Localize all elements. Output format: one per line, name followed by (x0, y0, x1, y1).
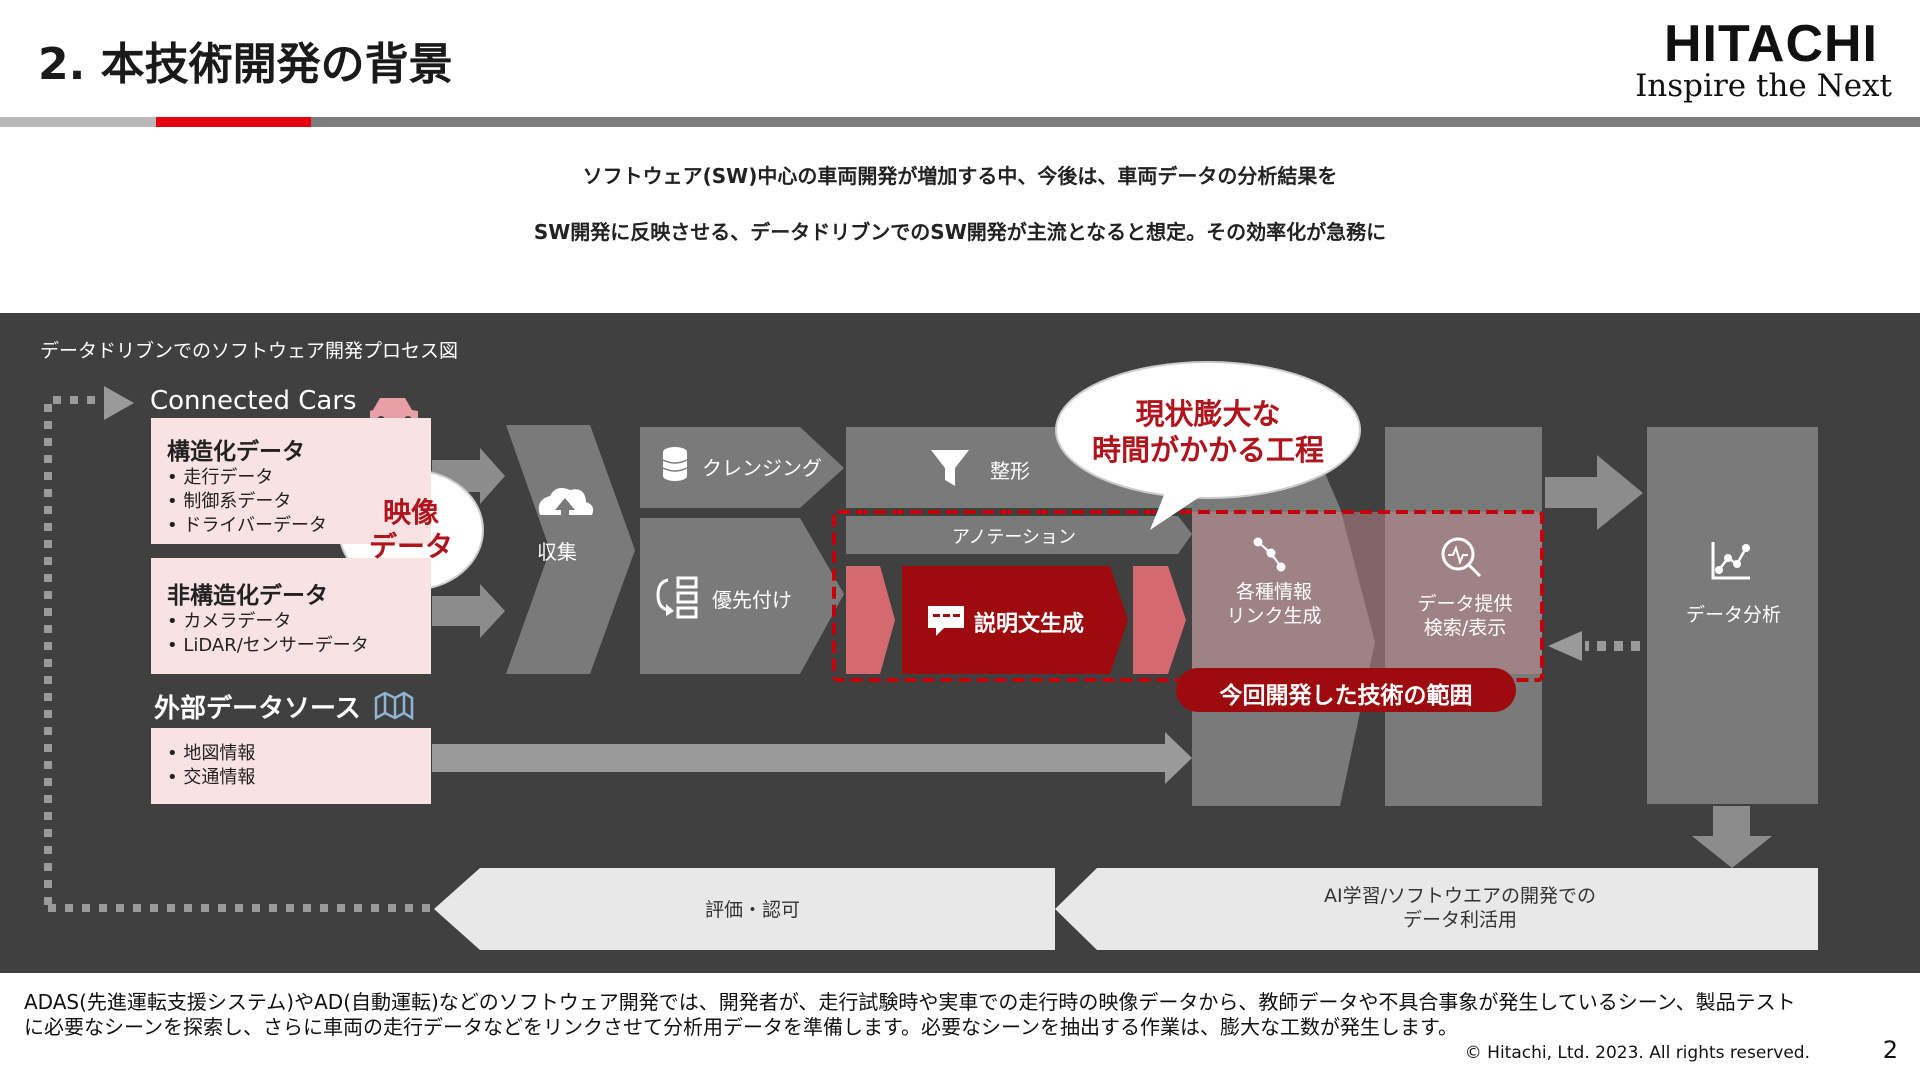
funnel-icon (931, 450, 969, 486)
message-icon (928, 606, 964, 636)
arrow-external-to-link (432, 732, 1192, 784)
caption-generation-label: 説明文生成 (974, 612, 1085, 637)
ai-utilization-line-1: AI学習/ソフトウエアの開発での (1323, 885, 1596, 907)
annotation-label: アノテーション (952, 527, 1077, 548)
map-icon (374, 691, 414, 721)
link-generation-label: 各種情報 リンク生成 (1214, 580, 1334, 628)
structured-item: ドライバーデータ (167, 514, 327, 538)
dotted-return-arrowhead (1548, 631, 1582, 661)
footnote-line-1: ADAS(先進運転支援システム)やAD(自動運転)などのソフトウェア開発では、開… (24, 990, 1796, 1014)
annotation-step (846, 516, 1192, 554)
evaluation-step (434, 868, 1055, 950)
caption-generation-step (902, 566, 1128, 674)
unstructured-item: カメラデータ (167, 610, 369, 634)
evaluation-label: 評価・認可 (705, 899, 801, 921)
structured-item: 走行データ (167, 466, 327, 490)
ai-utilization-step (1055, 868, 1818, 950)
priority-step (640, 518, 844, 674)
scope-dashed-border (832, 510, 1544, 682)
feedback-loop-line (44, 396, 100, 905)
connected-cars-label: Connected Cars (150, 386, 357, 416)
copyright: © Hitachi, Ltd. 2023. All rights reserve… (1464, 1043, 1810, 1063)
structured-data-title: 構造化データ (167, 439, 305, 465)
time-bubble-line-2: 時間がかかる工程 (1091, 433, 1324, 467)
video-bubble-text: 映像 データ (350, 496, 472, 564)
data-provision-label: データ提供 検索/表示 (1400, 592, 1530, 640)
header-rule-light-segment (0, 117, 156, 127)
database-icon (662, 447, 688, 481)
arrow-analysis-down (1692, 806, 1772, 868)
video-bubble-line-2: データ (368, 530, 453, 563)
header-rule (0, 117, 1920, 127)
collect-step (506, 425, 635, 674)
link-generation-line-2: リンク生成 (1226, 605, 1322, 627)
collect-label: 収集 (537, 540, 577, 564)
link-generation-line-1: 各種情報 (1235, 581, 1312, 603)
caption-trail-chevron (1133, 566, 1186, 674)
unstructured-item: LiDAR/センサーデータ (167, 634, 368, 658)
data-provision-line-1: データ提供 (1417, 593, 1513, 615)
cleansing-label: クレンジング (702, 456, 822, 480)
shaping-label: 整形 (990, 459, 1030, 483)
header-rule-red-segment (156, 117, 311, 127)
time-bubble-line-1: 現状膨大な (1135, 397, 1281, 431)
line-chart-icon (1711, 542, 1750, 580)
ai-utilization-line-2: データ利活用 (1402, 909, 1517, 931)
data-analysis-label: データ分析 (1686, 604, 1782, 626)
page-number: 2 (1882, 1036, 1898, 1064)
arrow-to-analysis (1545, 455, 1643, 530)
hitachi-logo: HITACHI (1663, 15, 1878, 73)
logo-tagline: Inspire the Next (1635, 68, 1892, 104)
time-bubble-tail (1150, 480, 1210, 530)
headline-line-1: ソフトウェア(SW)中心の車両開発が増加する中、今後は、車両データの分析結果を (582, 164, 1338, 188)
structured-data-box: 構造化データ 走行データ 制御系データ ドライバーデータ (151, 418, 431, 544)
headline-line-2: SW開発に反映させる、データドリブンでのSW開発が主流となると想定。その効率化が… (533, 220, 1387, 244)
external-item: 地図情報 (167, 742, 255, 766)
page-title: 2. 本技術開発の背景 (38, 39, 453, 90)
unstructured-data-box: 非構造化データ カメラデータ LiDAR/センサーデータ (151, 558, 431, 674)
external-data-box: 地図情報 交通情報 (151, 728, 431, 804)
data-analysis-step (1647, 427, 1818, 804)
link-nodes-icon (1253, 537, 1286, 572)
ai-utilization-label: AI学習/ソフトウエアの開発での データ利活用 (1280, 884, 1640, 932)
priority-list-icon (656, 576, 698, 619)
search-analysis-icon (1441, 537, 1482, 578)
structured-item: 制御系データ (167, 490, 327, 514)
time-bubble-text: 現状膨大な 時間がかかる工程 (1060, 396, 1356, 468)
time-consuming-bubble (1055, 361, 1361, 499)
scope-label: 今回開発した技術の範囲 (1219, 683, 1473, 709)
footnote-line-2: に必要なシーンを探索し、さらに車両の走行データなどをリンクさせて分析用データを準… (24, 1015, 1458, 1039)
feedback-loop-arrowhead (104, 386, 134, 420)
unstructured-data-title: 非構造化データ (167, 583, 328, 609)
priority-label: 優先付け (712, 588, 792, 612)
external-item: 交通情報 (167, 766, 255, 790)
data-provision-line-2: 検索/表示 (1423, 617, 1507, 639)
caption-lead-chevron (846, 566, 895, 674)
scope-highlight-fill (1192, 512, 1542, 674)
cleansing-step (640, 427, 844, 508)
external-data-title: 外部データソース (154, 694, 361, 724)
cloud-upload-icon (538, 488, 594, 520)
arrow-unstructured-to-collect (432, 584, 505, 638)
scope-label-pill (1176, 668, 1516, 712)
diagram-caption: データドリブンでのソフトウェア開発プロセス図 (40, 340, 459, 362)
video-bubble-line-1: 映像 (382, 496, 439, 529)
